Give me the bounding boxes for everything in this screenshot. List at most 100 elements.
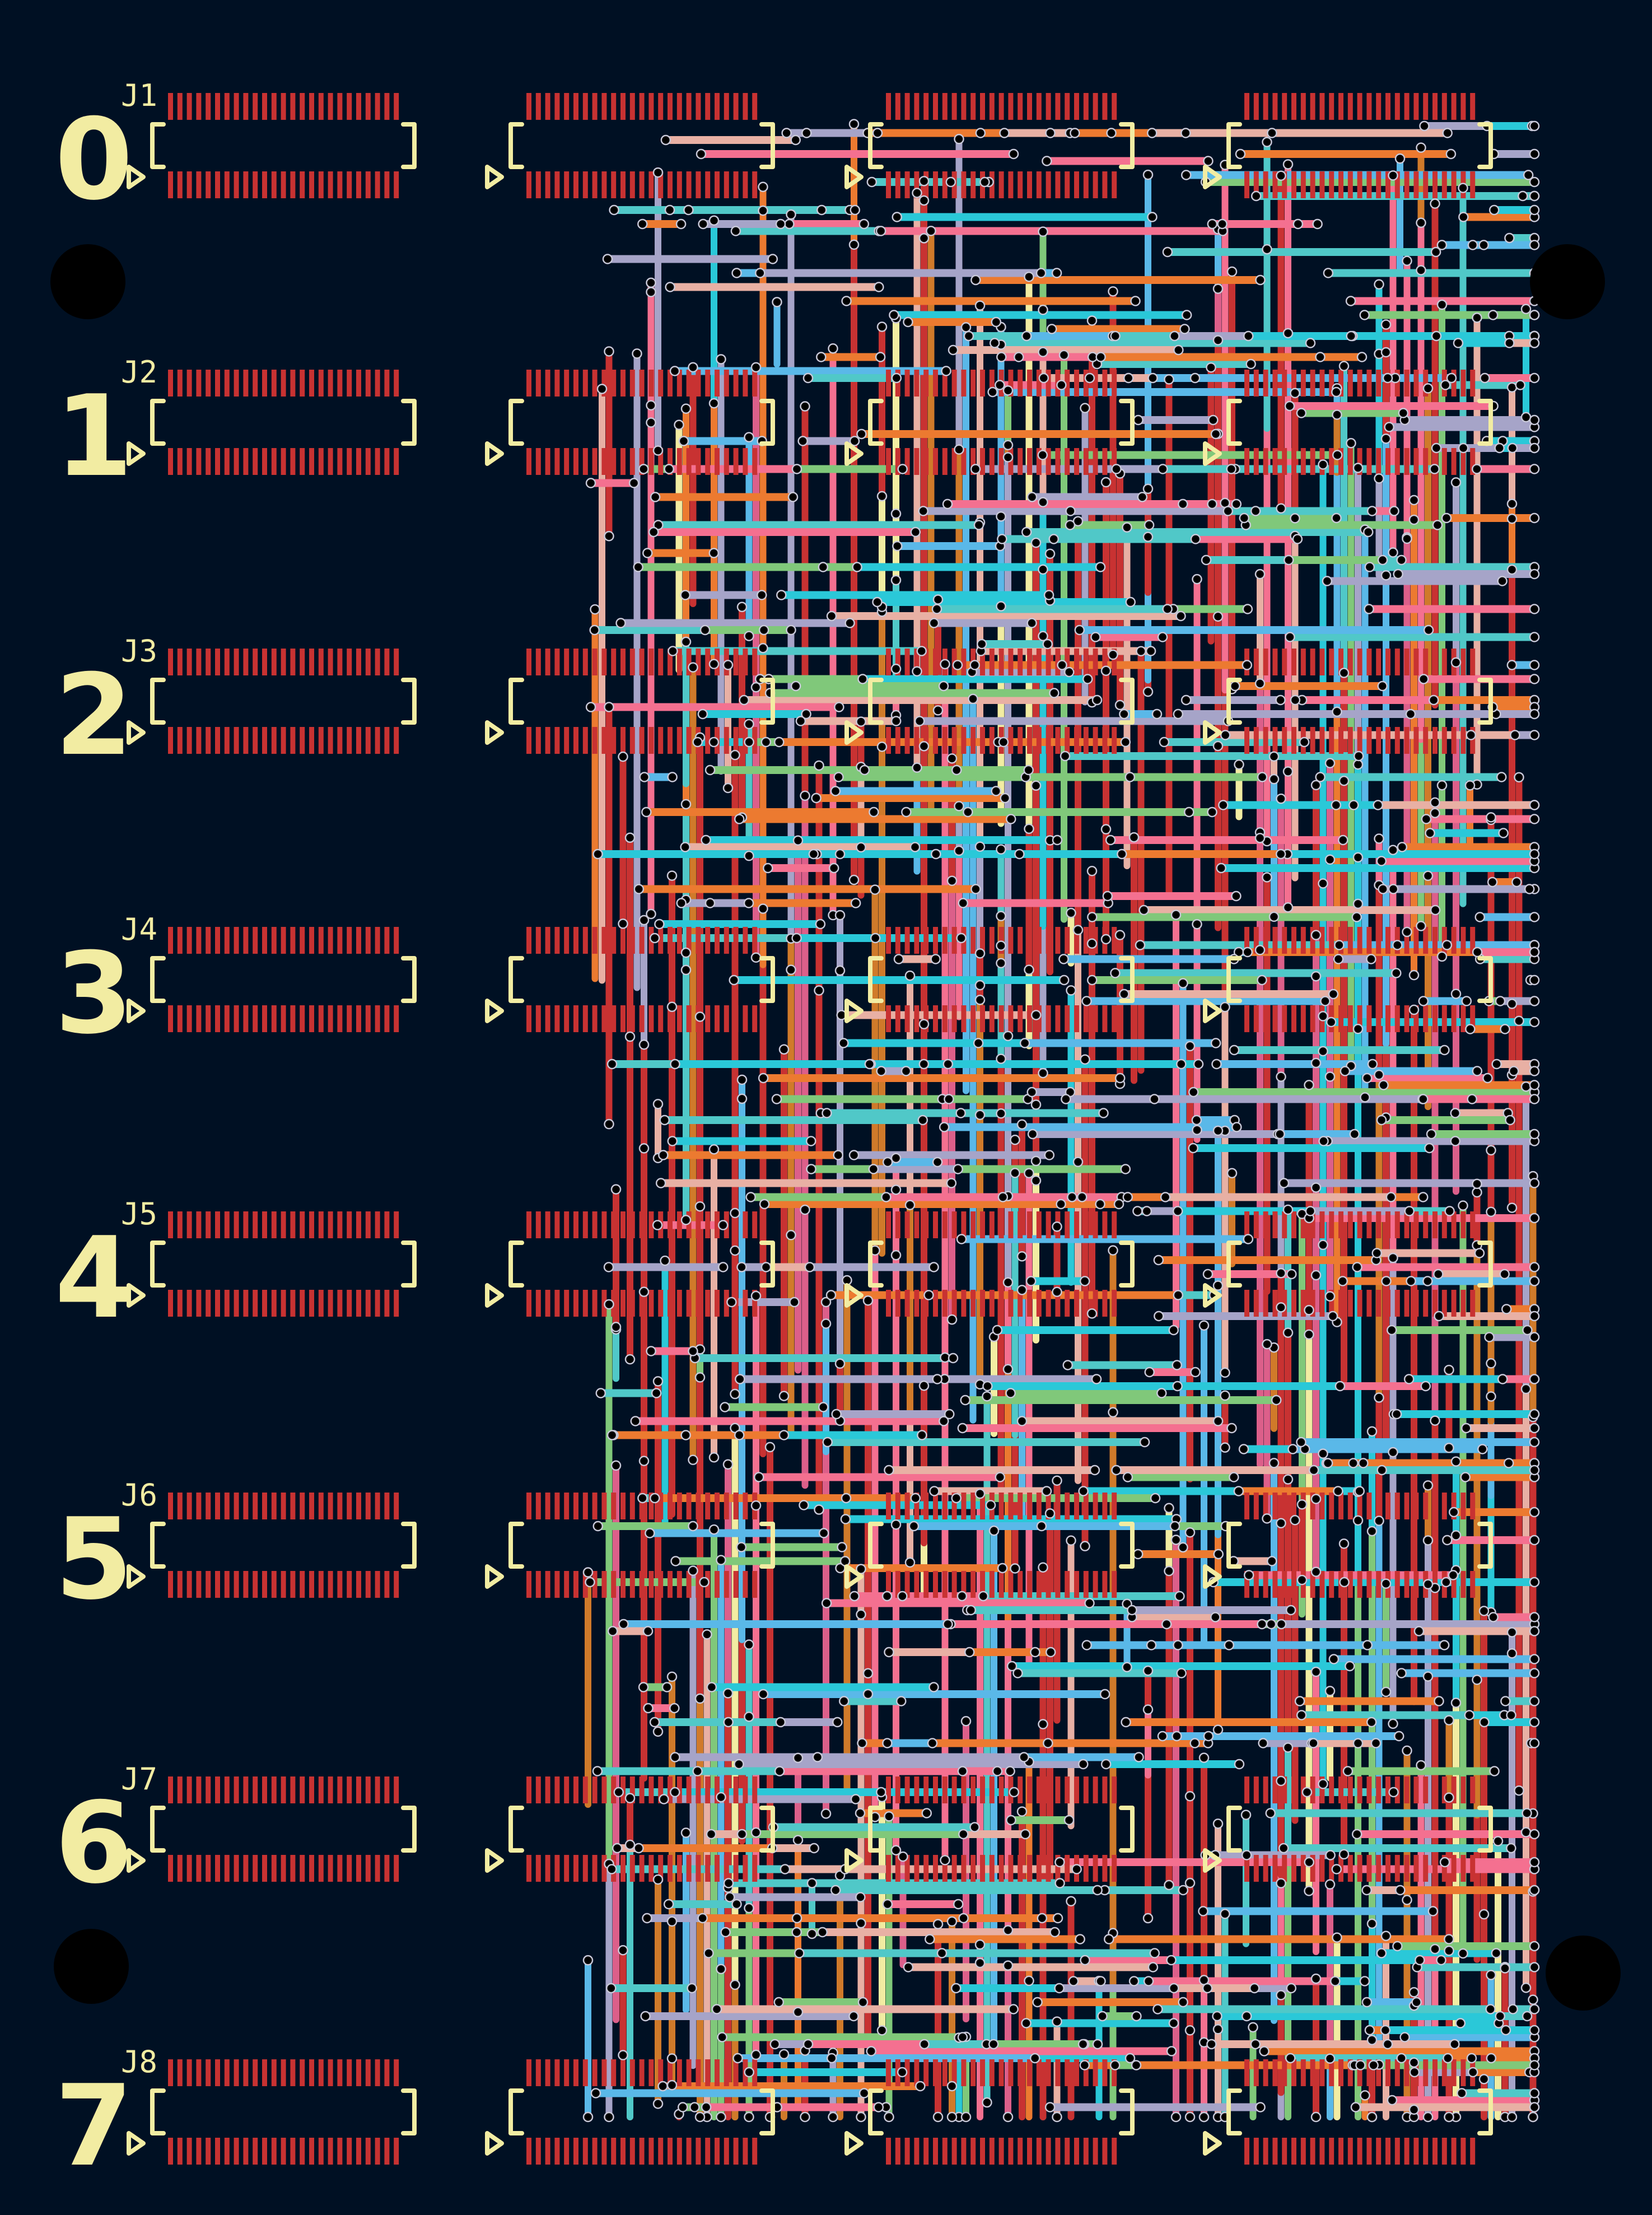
- pad: [234, 649, 239, 675]
- via: [694, 1201, 706, 1212]
- pad: [1347, 370, 1353, 397]
- pad: [535, 1493, 541, 1519]
- pad: [1036, 727, 1042, 754]
- pad: [639, 1855, 645, 1882]
- pad: [526, 1493, 531, 1519]
- via: [976, 638, 987, 650]
- via: [1482, 1072, 1493, 1084]
- via: [610, 1322, 622, 1332]
- via: [1282, 1327, 1294, 1338]
- via: [1529, 1857, 1540, 1868]
- pad: [545, 1005, 550, 1032]
- via: [957, 1423, 968, 1434]
- connector-j6-col-3: [886, 1493, 1117, 1598]
- pad: [611, 1776, 617, 1803]
- via: [1529, 1507, 1540, 1518]
- pin1-marker-icon: [485, 1283, 504, 1308]
- via: [908, 1521, 920, 1532]
- via: [1506, 2111, 1518, 2123]
- connector-bracket-left: [150, 399, 166, 446]
- via: [1374, 833, 1384, 844]
- pad: [611, 1493, 617, 1519]
- via: [970, 464, 981, 474]
- via: [1058, 974, 1070, 986]
- pad: [356, 727, 361, 754]
- pad: [658, 2138, 664, 2165]
- connector-j5-col-3: [886, 1211, 1117, 1317]
- pad: [281, 1211, 286, 1238]
- pad: [1300, 1290, 1306, 1317]
- via: [1250, 2039, 1261, 2050]
- via: [1220, 1390, 1230, 1401]
- via: [939, 1416, 949, 1426]
- via: [734, 1430, 745, 1440]
- via: [736, 601, 748, 613]
- pad: [629, 370, 635, 397]
- pad: [535, 1005, 541, 1032]
- pad: [668, 1493, 673, 1519]
- via: [1333, 1486, 1343, 1496]
- via: [774, 1766, 785, 1776]
- via: [773, 1997, 785, 2008]
- via: [1346, 330, 1356, 342]
- pad: [601, 2138, 607, 2165]
- via: [1049, 1927, 1060, 1938]
- via: [1276, 1990, 1286, 2001]
- via: [1282, 1474, 1294, 1485]
- pad: [724, 448, 729, 475]
- pad: [1291, 1290, 1296, 1317]
- via: [1370, 1738, 1382, 1748]
- via: [850, 898, 861, 908]
- via: [758, 1072, 769, 1084]
- via: [1498, 828, 1509, 838]
- pad: [1282, 448, 1287, 475]
- via: [1286, 1269, 1297, 1280]
- pad: [923, 448, 929, 475]
- pad: [904, 1005, 910, 1032]
- via: [1529, 120, 1540, 132]
- via: [1066, 1896, 1076, 1906]
- via: [1032, 1997, 1043, 2008]
- pad: [1319, 727, 1325, 754]
- via: [1529, 1738, 1540, 1748]
- pad: [696, 2059, 701, 2086]
- pad: [1310, 1005, 1315, 1032]
- pad: [1310, 171, 1315, 198]
- via: [694, 1693, 706, 1704]
- via: [841, 1493, 852, 1504]
- via: [991, 316, 1002, 328]
- pad: [1074, 1776, 1079, 1803]
- pad: [1366, 727, 1372, 754]
- via: [674, 419, 684, 430]
- pad: [573, 370, 578, 397]
- pad: [1282, 1855, 1287, 1882]
- via: [1152, 2004, 1163, 2015]
- pad: [271, 1776, 277, 1803]
- pad: [554, 1776, 560, 1803]
- via: [1325, 1850, 1336, 1860]
- pin1-marker-icon: [485, 441, 504, 466]
- via: [1420, 1381, 1431, 1392]
- pad: [904, 727, 910, 754]
- pad: [1404, 1493, 1410, 1519]
- via: [1086, 938, 1098, 949]
- pad: [262, 93, 267, 120]
- pad: [1300, 649, 1306, 675]
- connector-bracket-right: [759, 956, 775, 1003]
- via: [1027, 1129, 1038, 1140]
- via: [640, 2011, 651, 2022]
- pad: [384, 93, 390, 120]
- via: [985, 1500, 996, 1510]
- pad: [686, 1211, 692, 1238]
- pad: [1357, 93, 1362, 120]
- pad: [914, 1211, 920, 1238]
- pad: [384, 1211, 390, 1238]
- pad: [989, 1211, 995, 1238]
- via: [1491, 1058, 1502, 1070]
- pad: [1036, 2138, 1042, 2165]
- via: [1108, 286, 1118, 297]
- pad: [733, 370, 739, 397]
- via: [833, 772, 844, 782]
- pad: [375, 1776, 380, 1803]
- via: [1296, 1499, 1308, 1510]
